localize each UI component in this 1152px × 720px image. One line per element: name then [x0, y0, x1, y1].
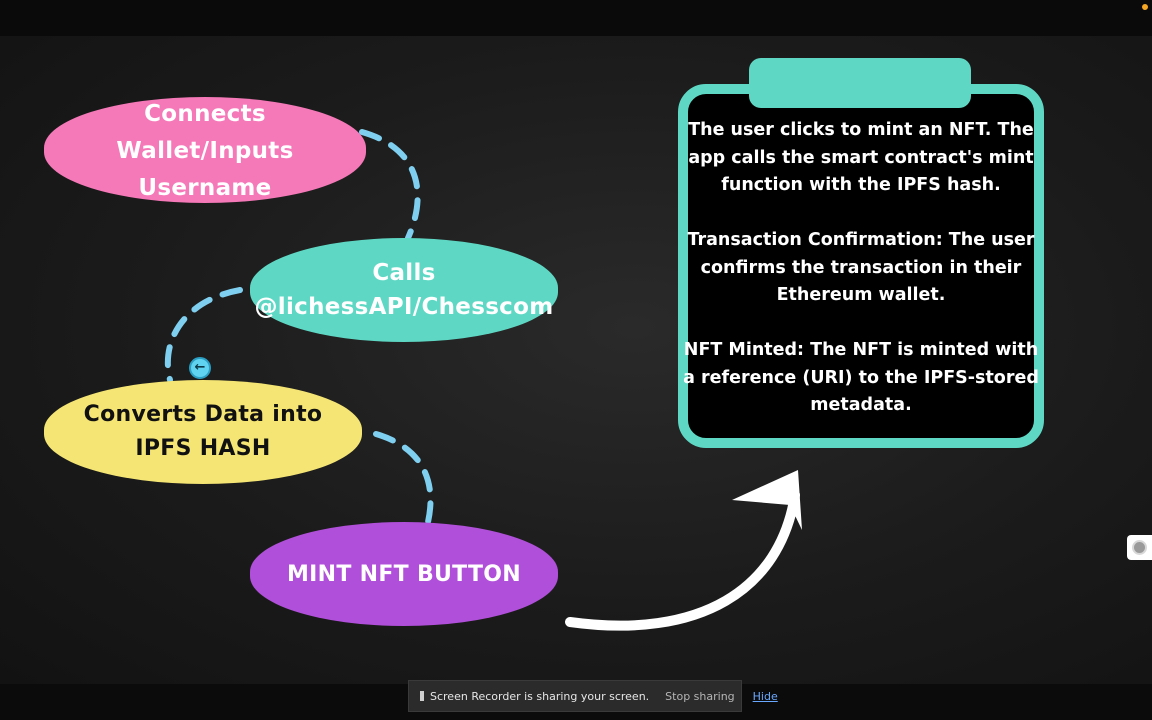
- step-convert-ipfs-line-2: IPFS HASH: [135, 436, 271, 461]
- info-paragraph-mint: The user clicks to mint an NFT. The app …: [688, 120, 1034, 195]
- step-convert-ipfs-line-1: Converts Data into: [83, 402, 323, 427]
- floating-record-button[interactable]: [1127, 535, 1152, 560]
- stop-sharing-button[interactable]: Stop sharing: [665, 689, 735, 703]
- step-convert-ipfs: Converts Data into IPFS HASH: [44, 380, 362, 484]
- pause-icon[interactable]: [420, 691, 424, 701]
- step-call-api: Calls @lichessAPI/Chesscom: [250, 238, 558, 342]
- step-mint-nft: MINT NFT BUTTON: [250, 522, 558, 626]
- screen-share-bar: Screen Recorder is sharing your screen. …: [408, 680, 778, 712]
- record-icon: [1132, 540, 1147, 555]
- step-call-api-line-2: @lichessAPI/Chesscom: [254, 294, 554, 320]
- pointer-cursor-icon: ←: [189, 357, 211, 379]
- step-connect-wallet-line-3: Username: [138, 174, 272, 201]
- share-message: Screen Recorder is sharing your screen.: [430, 689, 650, 703]
- step-connect-wallet: Connects Wallet/Inputs Username: [44, 97, 366, 203]
- info-card-text: The user clicks to mint an NFT. The app …: [682, 117, 1040, 420]
- info-card-tab: [749, 58, 971, 108]
- step-connect-wallet-line-2: Wallet/Inputs: [116, 137, 294, 164]
- info-paragraph-minted: NFT Minted: The NFT is minted with a ref…: [683, 340, 1039, 415]
- status-dot: [1142, 4, 1148, 10]
- step-mint-nft-label: MINT NFT BUTTON: [286, 561, 522, 587]
- top-bar: [0, 0, 1152, 36]
- info-paragraph-confirmation: Transaction Confirmation: The user confi…: [687, 230, 1035, 305]
- step-call-api-line-1: Calls: [372, 260, 436, 286]
- hide-link[interactable]: Hide: [752, 689, 778, 703]
- step-connect-wallet-line-1: Connects: [144, 100, 266, 127]
- info-card: [678, 84, 1044, 448]
